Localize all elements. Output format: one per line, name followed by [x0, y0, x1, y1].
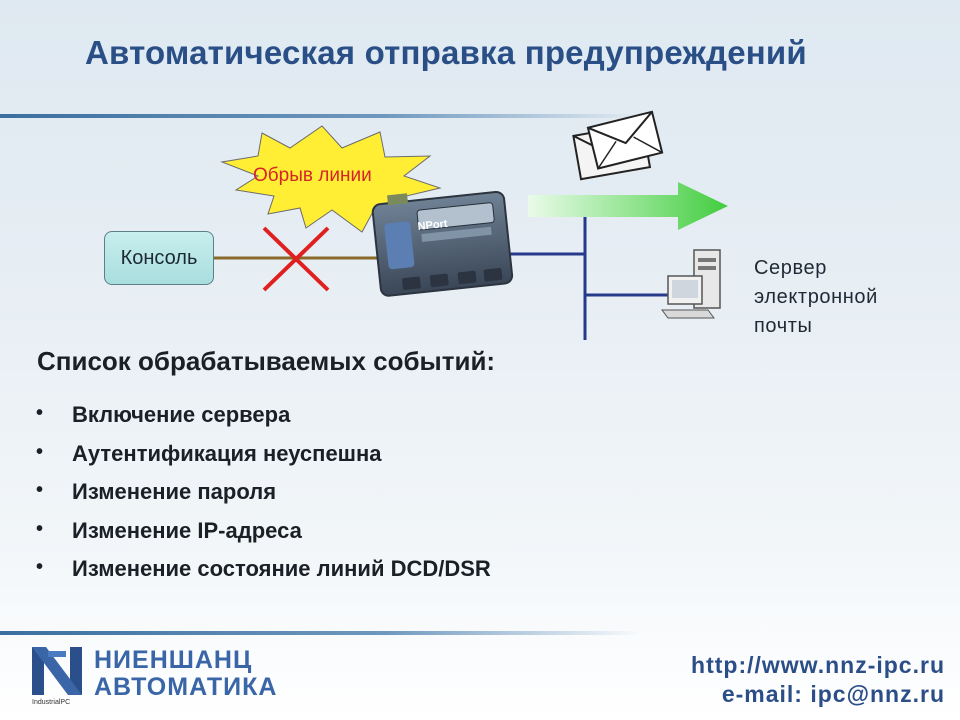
events-heading: Список обрабатываемых событий: — [37, 346, 496, 376]
slide-title: Автоматическая отправка предупреждений — [85, 34, 807, 71]
event-text: Изменение пароля — [72, 479, 277, 504]
brand-line: НИЕНШАНЦ — [94, 646, 253, 674]
bullet: • — [36, 479, 44, 501]
line-break-label: Обрыв линии — [253, 165, 372, 186]
console-box: Консоль — [104, 231, 214, 285]
event-text: Включение сервера — [72, 402, 291, 427]
event-text: Аутентификация неуспешна — [72, 440, 382, 466]
event-text: Изменение IP-адреса — [72, 517, 302, 543]
email-link[interactable]: e-mail: ipc@nnz.ru — [721, 681, 945, 707]
device-brand-label: NPort — [417, 218, 448, 233]
contacts: http://www.nnz-ipc.ru e-mail: ipc@nnz.ru — [691, 651, 945, 709]
title-divider — [0, 114, 640, 118]
events-list: • Включение сервера • Аутентификация неусп… — [36, 402, 491, 595]
send-arrow-icon — [528, 182, 728, 230]
envelope-icon — [572, 110, 664, 181]
bullet: • — [36, 402, 44, 424]
event-text: Изменение состояние линий DCD/DSR — [72, 556, 491, 581]
list-item: • Изменение пароля — [36, 479, 491, 518]
list-item: • Аутентификация неуспешна — [36, 441, 491, 480]
bullet: • — [36, 517, 44, 540]
website-link[interactable]: http://www.nnz-ipc.ru — [691, 652, 945, 678]
brand-name: НИЕНШАНЦ АВТОМАТИКА — [94, 647, 277, 701]
mail-server-label: Сервер электронной почты — [754, 254, 878, 341]
brand-line: АВТОМАТИКА — [94, 673, 278, 701]
console-label: Консоль — [120, 246, 198, 269]
list-item: • Изменение IP-адреса — [36, 518, 491, 557]
mail-server-label-line: электронной — [754, 286, 878, 308]
mail-server-label-line: Сервер — [754, 257, 827, 279]
company-logo-icon — [32, 647, 82, 695]
bullet: • — [36, 556, 44, 578]
footer-divider — [0, 631, 640, 635]
nport-device-icon — [371, 190, 514, 297]
mail-server-label-line: почты — [754, 315, 813, 337]
line-break-cross-icon — [262, 226, 330, 292]
list-item: • Включение сервера — [36, 402, 491, 441]
logo-caption: IndustrialPC — [32, 699, 71, 706]
bullet: • — [36, 440, 44, 463]
mail-server-icon — [661, 249, 721, 319]
list-item: • Изменение состояние линий DCD/DSR — [36, 556, 491, 595]
